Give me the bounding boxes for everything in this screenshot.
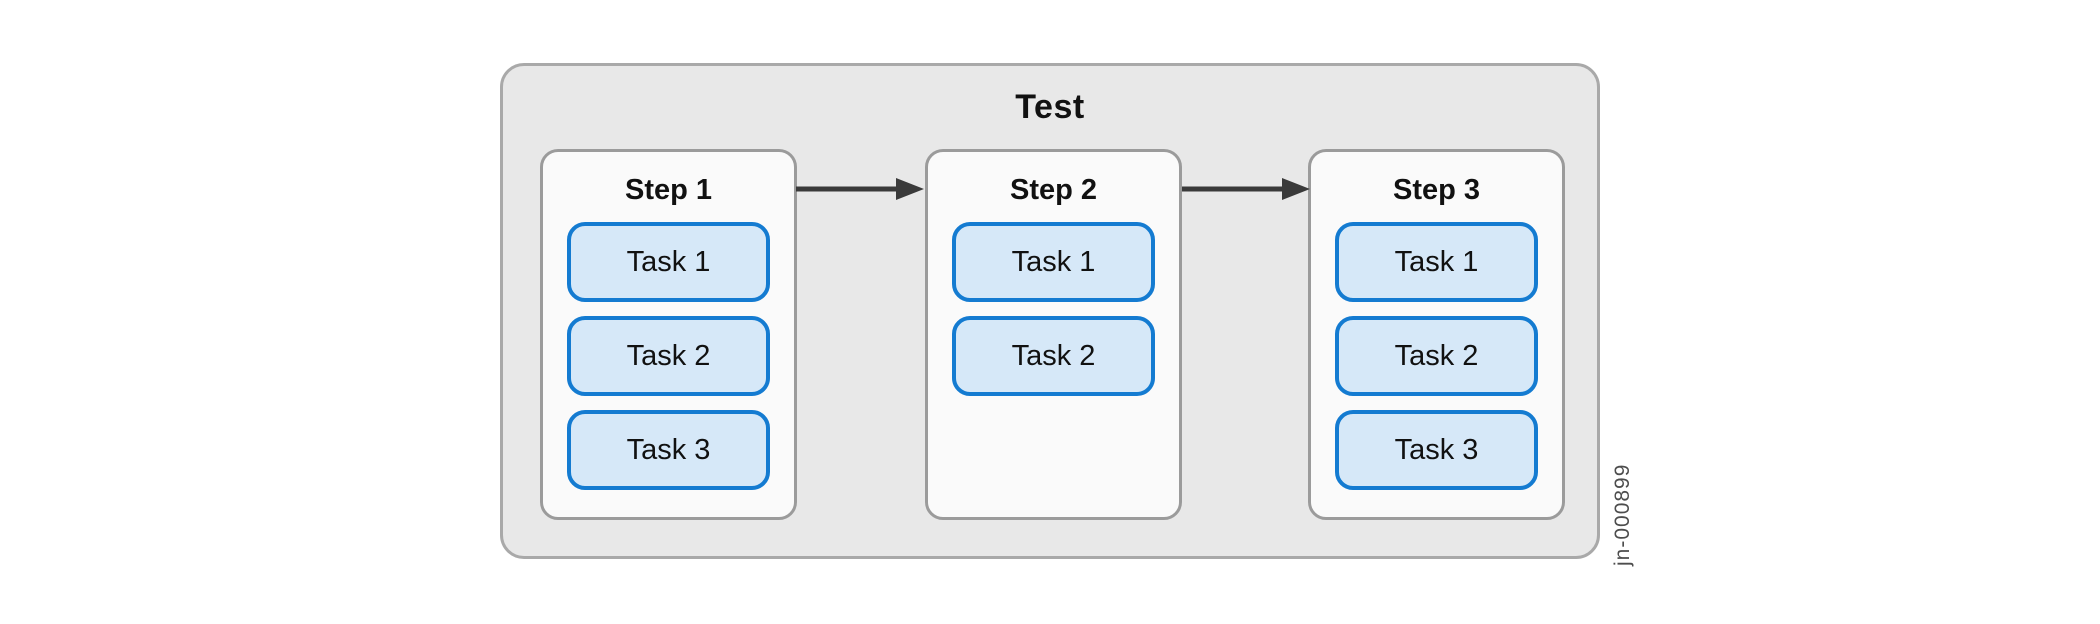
step-2-title: Step 2 bbox=[1009, 174, 1098, 206]
figure-id-label: jn-000899 bbox=[1611, 463, 1634, 566]
step-3-task-1-box: Task 1 bbox=[1335, 222, 1538, 302]
step-2-box: Step 2 Task 1 Task 2 bbox=[925, 149, 1182, 520]
step-1-task-2-box: Task 2 bbox=[567, 316, 770, 396]
step-1-task-1-box: Task 1 bbox=[567, 222, 770, 302]
step-3-title: Step 3 bbox=[1392, 174, 1481, 206]
arrow-right-icon-step1-step2 bbox=[796, 178, 924, 200]
arrow-right-icon-step2-step3 bbox=[1182, 178, 1310, 200]
step-3-box: Step 3 Task 1 Task 2 Task 3 bbox=[1308, 149, 1565, 520]
step-2-task-1-box: Task 1 bbox=[952, 222, 1155, 302]
step-1-task-3-box: Task 3 bbox=[567, 410, 770, 490]
step-3-task-3-box: Task 3 bbox=[1335, 410, 1538, 490]
step-3-task-2-box: Task 2 bbox=[1335, 316, 1538, 396]
test-container-box: Test Step 1 Task 1 Task 2 Task 3 Step 2 … bbox=[500, 63, 1600, 559]
container-title: Test bbox=[1015, 88, 1085, 126]
step-1-box: Step 1 Task 1 Task 2 Task 3 bbox=[540, 149, 797, 520]
step-2-task-2-box: Task 2 bbox=[952, 316, 1155, 396]
step-1-title: Step 1 bbox=[624, 174, 713, 206]
